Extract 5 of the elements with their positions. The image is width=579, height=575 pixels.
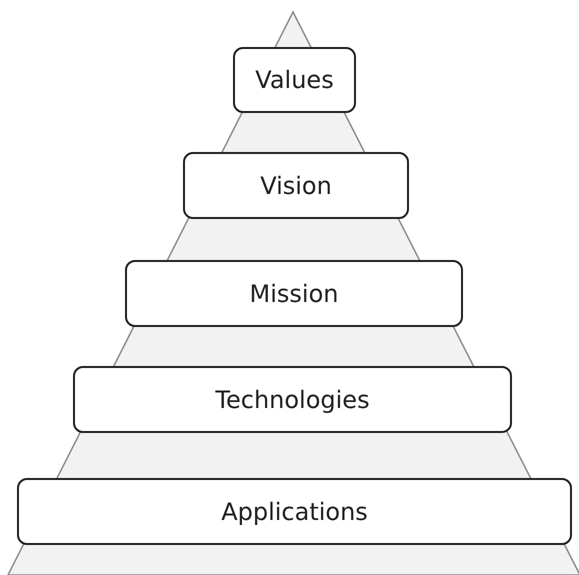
tier-box: Values — [233, 47, 356, 113]
tier-box: Mission — [125, 260, 463, 327]
tier-box: Applications — [17, 478, 572, 545]
tier-box: Vision — [183, 152, 409, 219]
tier-box: Technologies — [73, 366, 512, 433]
